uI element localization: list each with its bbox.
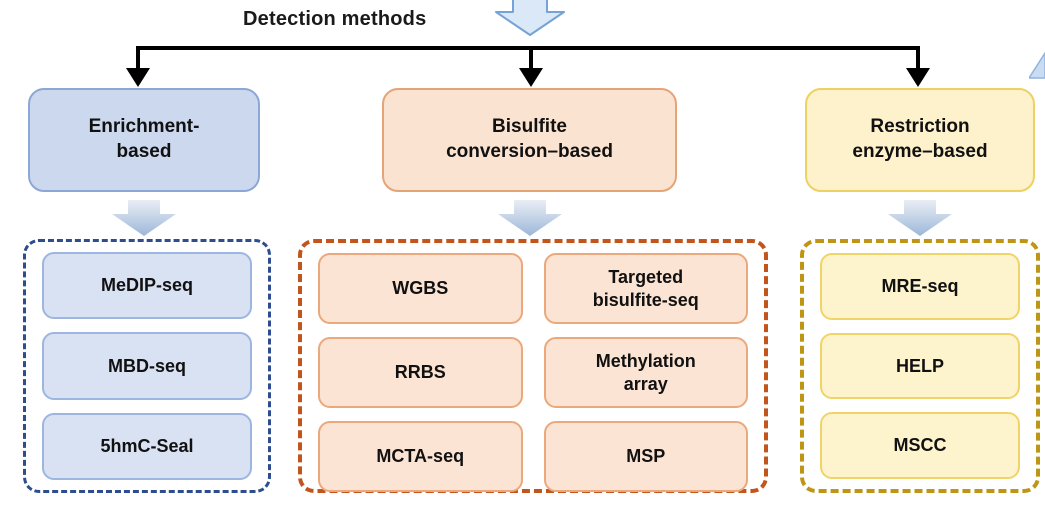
group-restriction-methods: MRE-seq HELP MSCC [800, 239, 1040, 493]
method-targeted-bisulfite-seq: Targeted bisulfite-seq [543, 253, 748, 324]
category-enrichment-based: Enrichment- based [28, 88, 260, 192]
arrowhead-left [126, 68, 150, 87]
category-down-arrow-icon [112, 200, 176, 236]
category-down-arrow-icon [888, 200, 952, 236]
method-msp: MSP [543, 421, 748, 492]
group-bisulfite-methods: WGBS Targeted bisulfite-seq RRBS Methyla… [298, 239, 768, 493]
category-down-arrow-icon [498, 200, 562, 236]
arrowhead-middle [519, 68, 543, 87]
method-mbd-seq: MBD-seq [42, 332, 252, 400]
method-mcta-seq: MCTA-seq [318, 421, 523, 492]
branch-connector [126, 46, 930, 87]
diagram-title: Detection methods [243, 8, 427, 30]
flow-down-arrow-icon [495, 0, 565, 36]
method-wgbs: WGBS [318, 253, 523, 324]
category-restriction-enzyme-based: Restriction enzyme–based [805, 88, 1035, 192]
method-help: HELP [820, 332, 1020, 400]
group-enrichment-methods: MeDIP-seq MBD-seq 5hmC-Seal [23, 239, 271, 493]
arrowhead-right [906, 68, 930, 87]
category-bisulfite-conversion-based: Bisulfite conversion–based [382, 88, 677, 192]
method-mscc: MSCC [820, 412, 1020, 480]
method-rrbs: RRBS [318, 337, 523, 408]
method-mre-seq: MRE-seq [820, 253, 1020, 320]
method-medip-seq: MeDIP-seq [42, 252, 252, 320]
edge-decoration-icon [1029, 51, 1045, 79]
method-5hmc-seal: 5hmC-Seal [42, 412, 252, 480]
method-methylation-array: Methylation array [543, 337, 748, 408]
